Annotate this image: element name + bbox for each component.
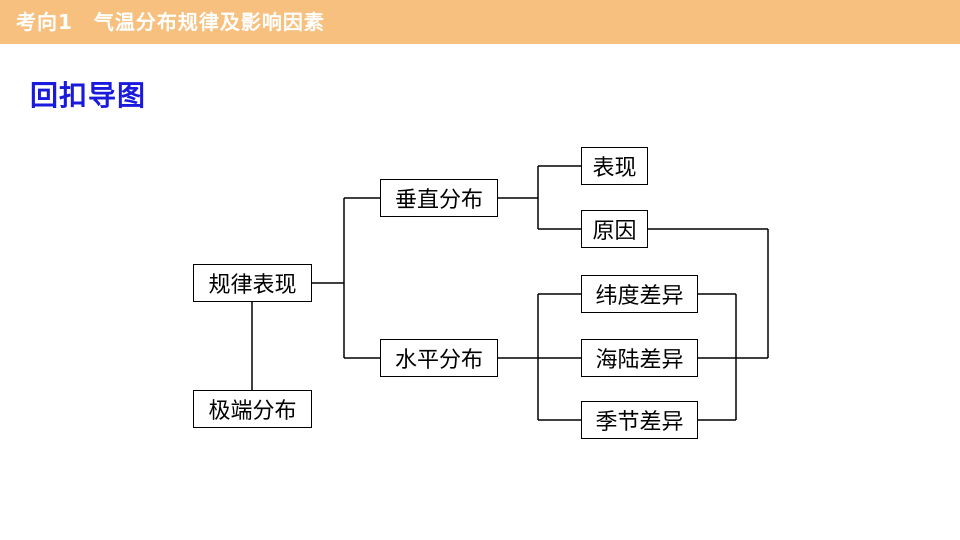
node-performance: 表现 <box>581 147 648 185</box>
node-latitude: 纬度差异 <box>581 275 698 313</box>
node-horizontal: 水平分布 <box>380 339 498 377</box>
node-root: 规律表现 <box>193 264 312 302</box>
node-polar: 极端分布 <box>193 390 312 428</box>
section-title: 回扣导图 <box>30 79 147 112</box>
node-land-sea: 海陆差异 <box>581 339 698 377</box>
node-season: 季节差异 <box>581 401 698 439</box>
node-vertical: 垂直分布 <box>380 179 498 217</box>
header-bar: 考向1 气温分布规律及影响因素 <box>0 0 960 44</box>
node-cause: 原因 <box>581 210 648 248</box>
header-title: 考向1 气温分布规律及影响因素 <box>16 10 325 34</box>
